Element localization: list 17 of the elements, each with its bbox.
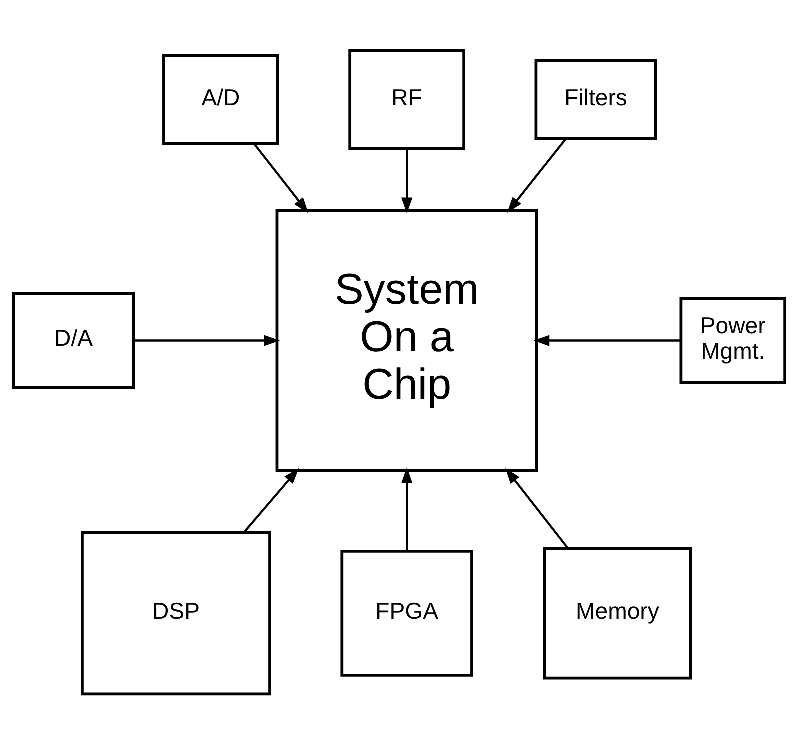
node-box: A/D <box>162 54 280 145</box>
arrow <box>402 467 413 550</box>
arrow <box>507 138 567 213</box>
node-box: DSP <box>81 530 272 696</box>
node-box: Filters <box>534 58 658 140</box>
node-box: D/A <box>12 292 136 389</box>
arrow <box>134 334 280 346</box>
arrow <box>534 334 682 346</box>
arrow <box>243 468 300 533</box>
node-box: RF <box>348 48 466 150</box>
node-box: FPGA <box>340 549 474 676</box>
arrow <box>505 468 569 548</box>
node-box: Power Mgmt. <box>680 296 787 384</box>
node-box: Memory <box>543 546 692 680</box>
node-box: System On a Chip <box>276 208 538 472</box>
arrow <box>254 143 309 213</box>
arrow <box>402 148 413 214</box>
